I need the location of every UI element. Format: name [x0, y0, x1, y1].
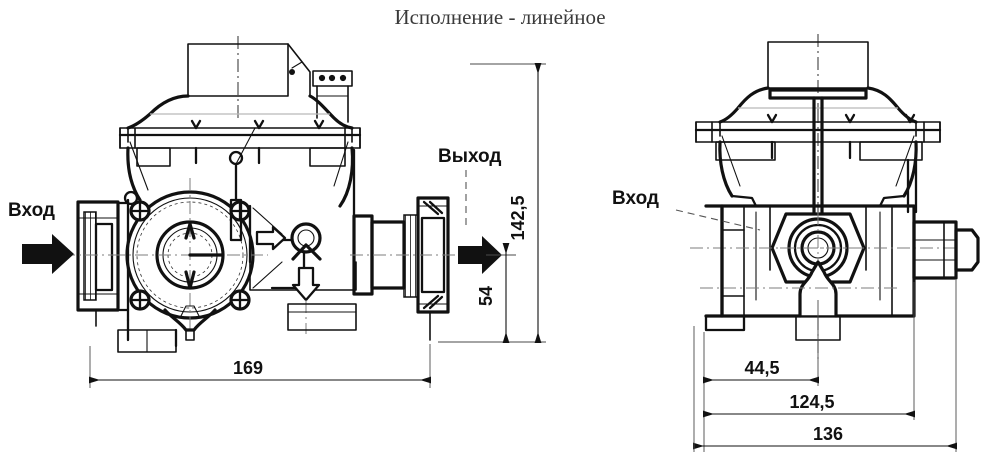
inlet-label-right: Вход: [612, 188, 659, 209]
front-outlet-stub: [912, 220, 958, 280]
front-body-right-curve: [902, 140, 918, 198]
outlet-flange: [416, 196, 450, 314]
boss-block: [229, 198, 243, 242]
body-inner-left: [129, 141, 149, 191]
bottom-nipple: [185, 329, 195, 341]
bottom-bell: [163, 308, 217, 332]
outlet-flange-bore: [420, 216, 446, 294]
boss-link: [235, 127, 256, 165]
bolt-bottom-left-cross: [131, 291, 149, 309]
front-outlet-end: [954, 228, 980, 272]
band-tab-3: [313, 119, 325, 130]
inlet-flange-hatch: [83, 211, 97, 301]
band-tab-2: [253, 119, 265, 130]
dim-44-5-text: 44,5: [744, 358, 779, 378]
front-right-block: [859, 141, 923, 161]
outlet-neck-1: [352, 214, 374, 296]
front-dim-ext: [703, 280, 957, 452]
band-tab-1: [190, 119, 202, 130]
front-band-tab-1: [766, 113, 778, 124]
terminal-dot-1: [318, 74, 326, 82]
dim-136-text: 136: [813, 424, 843, 444]
front-body-ribs: [755, 211, 881, 301]
front-body-left-curve: [718, 140, 734, 198]
outlet-assembly: [350, 196, 468, 341]
inlet-flange-lines: [77, 217, 119, 295]
front-bottom-foot: [795, 315, 841, 341]
dim-142-5-text: 142,5: [508, 195, 528, 240]
dim-124-5-text: 124,5: [789, 392, 834, 412]
outlet-hatch: [403, 214, 419, 298]
front-right-rod: [906, 158, 918, 214]
front-band-tab-3: [904, 113, 916, 124]
valve-pointer-down: [184, 270, 196, 290]
band-pin: [194, 146, 261, 165]
front-left-block: [715, 141, 776, 161]
front-stub-detail: [913, 239, 957, 261]
front-stem: [812, 96, 824, 218]
front-left-foot: [704, 314, 746, 332]
front-band-ends: [695, 121, 941, 143]
mid-port-block: [249, 222, 357, 334]
foot-left: [117, 329, 177, 353]
cover-band: [119, 127, 361, 149]
front-body-mid-walls: [769, 205, 867, 271]
outlet-arrow: [458, 236, 502, 274]
cap-detail: [291, 61, 303, 69]
inlet-bore: [94, 222, 114, 292]
drawing-title: Исполнение - линейное: [394, 5, 605, 29]
mid-port-seat: [291, 243, 322, 261]
left-flange-block: [136, 147, 171, 167]
diaphragm-dashed-ring: [136, 201, 244, 309]
cover-band-ends: [119, 127, 361, 149]
bell-inner: [179, 305, 201, 319]
outlet-flange-hatch-top: [422, 200, 444, 216]
outlet-flange-hatch-bottom: [422, 294, 444, 310]
cap-screw: [289, 69, 295, 75]
front-left-rib: [721, 229, 745, 297]
inlet-flange-assembly: [62, 200, 124, 327]
inlet-arrow-left: [22, 234, 74, 274]
front-right-shoulder: [866, 86, 918, 124]
outlet-label: Выход: [438, 146, 501, 167]
terminal-block: [312, 70, 353, 87]
front-band-tab-2: [844, 113, 856, 124]
top-cap: [187, 43, 289, 97]
left-shell-ticks: [118, 201, 130, 312]
body-inner-right: [333, 141, 349, 187]
front-left-shoulder: [718, 86, 770, 124]
mid-block-inner: [270, 238, 306, 290]
front-body-inner: [721, 135, 915, 187]
flow-arrow-down: [291, 266, 321, 302]
terminal-dot-2: [328, 74, 336, 82]
front-left-edge: [704, 204, 724, 318]
inlet-leader-right: [675, 209, 761, 231]
dim1425-ext: [438, 63, 546, 343]
body-right-curve: [338, 146, 355, 208]
bolt-top-left-cross: [131, 202, 149, 220]
inlet-label-left: Вход: [8, 200, 55, 221]
cap-diagonal: [287, 43, 311, 97]
right-front-view: Вход 44,5 124,5 136: [612, 34, 980, 452]
body-diag-1: [252, 207, 283, 235]
bonnet-right-shoulder: [308, 94, 354, 130]
terminal-dot-3: [339, 74, 347, 82]
dim-169-text: 169: [233, 358, 263, 378]
right-flange-block: [309, 147, 346, 167]
front-body-inner-walls: [743, 205, 893, 317]
small-boss-top: [228, 150, 244, 166]
dim-54-text: 54: [476, 286, 496, 306]
bonnet-left-shoulder: [126, 94, 190, 130]
inlet-flange-outer: [76, 200, 120, 312]
lower-ext-marks: [126, 318, 178, 348]
body-diag-2: [252, 261, 283, 289]
front-cap-plate: [768, 88, 868, 100]
bolt-bottom-right-cross: [231, 291, 249, 309]
left-side-view: Вход Выход 169 142,5 54: [8, 36, 546, 388]
flow-arrow-right: [255, 225, 287, 251]
foot-right: [287, 303, 357, 331]
valve-pointer-up: [184, 222, 196, 240]
front-band-pins: [770, 140, 852, 160]
